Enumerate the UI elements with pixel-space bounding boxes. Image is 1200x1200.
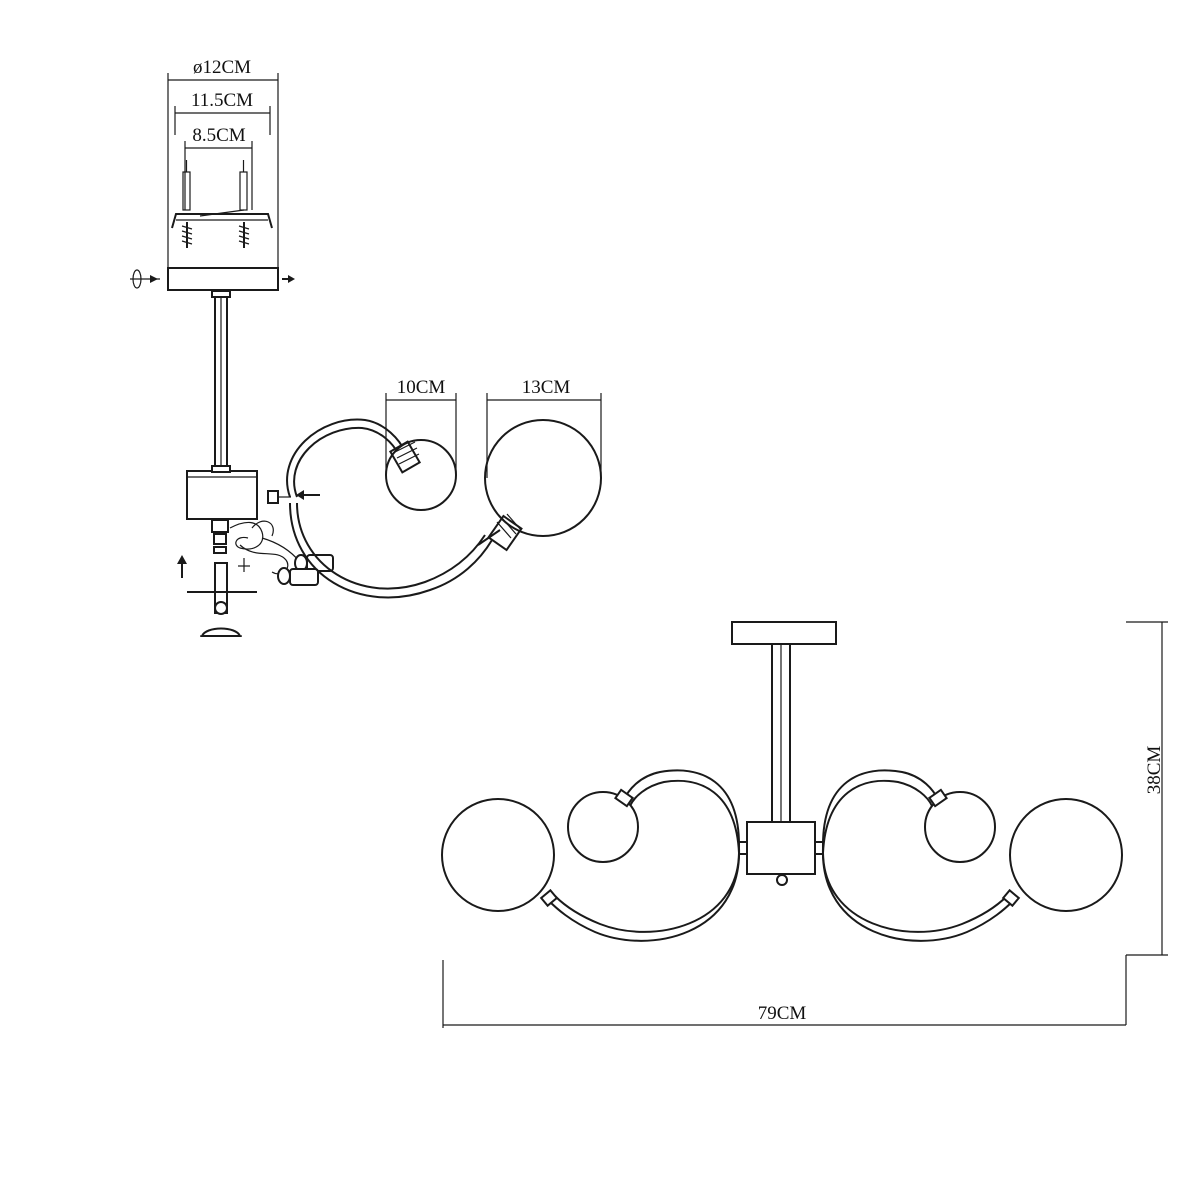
large-globe-dimension: 13CM xyxy=(486,377,602,478)
assembled-rod xyxy=(771,643,791,823)
height-dimension: 38CM xyxy=(1125,621,1168,1025)
rotate-arrow-icon xyxy=(130,269,160,289)
exploded-view: ø12CM 11.5CM 8.5CM xyxy=(130,57,602,637)
small-socket xyxy=(388,440,422,474)
arrow-right-icon xyxy=(282,275,295,283)
down-rod xyxy=(211,290,231,472)
canopy-diameter-label: ø12CM xyxy=(193,57,251,78)
inner-left-globe xyxy=(567,791,639,863)
large-socket xyxy=(477,513,523,552)
inner-right-globe xyxy=(924,791,996,863)
hub-body xyxy=(186,465,258,520)
screw-left xyxy=(181,222,193,248)
width-label: 79CM xyxy=(758,1003,807,1024)
mounting-bracket xyxy=(171,160,273,248)
outer-right-globe xyxy=(1009,798,1123,912)
arrow-up-icon xyxy=(177,555,187,578)
inner-right-socket xyxy=(928,788,948,808)
side-connector xyxy=(267,490,291,504)
canopy-dimensions: ø12CM 11.5CM 8.5CM xyxy=(167,57,279,290)
outer-left-globe xyxy=(441,798,555,912)
outer-left-socket xyxy=(539,888,559,908)
width-dimension: 79CM xyxy=(442,960,1126,1028)
small-globe xyxy=(385,439,457,511)
canopy-inner-label: 11.5CM xyxy=(191,90,253,111)
left-arm xyxy=(547,769,741,942)
height-label: 38CM xyxy=(1144,746,1165,795)
large-globe-label: 13CM xyxy=(522,377,571,398)
arrow-left-icon xyxy=(296,490,320,500)
outer-right-socket xyxy=(1001,888,1021,908)
wire-connector-2 xyxy=(277,567,319,586)
bracket-width-label: 8.5CM xyxy=(192,125,245,146)
canopy xyxy=(167,267,279,291)
assembled-hub xyxy=(738,821,824,886)
bottom-finial xyxy=(187,562,257,637)
assembled-canopy xyxy=(731,621,837,645)
large-globe xyxy=(484,419,602,537)
inner-left-socket xyxy=(614,788,634,808)
screw-right xyxy=(238,222,250,248)
small-globe-dimension: 10CM xyxy=(385,377,457,475)
assembled-view: 38CM 79CM xyxy=(441,621,1168,1028)
small-globe-label: 10CM xyxy=(397,377,446,398)
right-arm xyxy=(821,769,1015,942)
wiring-parts xyxy=(211,519,334,586)
